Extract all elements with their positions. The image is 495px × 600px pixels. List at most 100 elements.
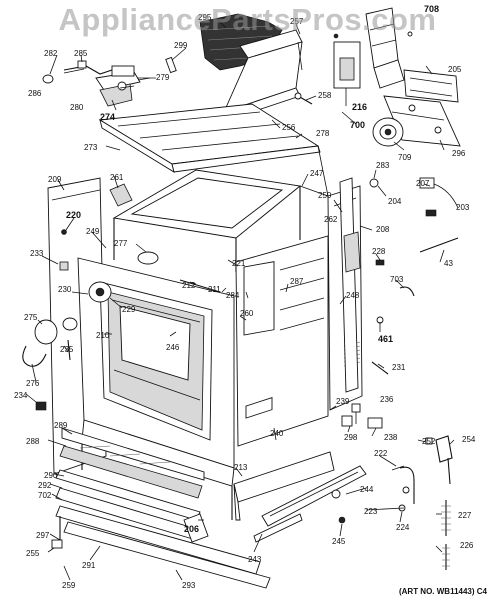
label-234: 234 <box>14 391 28 400</box>
label-220: 220 <box>66 210 81 220</box>
bracket-part-708 <box>365 7 413 89</box>
label-287: 287 <box>290 277 304 286</box>
label-278: 278 <box>316 129 330 138</box>
label-461: 461 <box>378 334 393 344</box>
label-239: 239 <box>336 397 350 406</box>
label-212: 212 <box>182 281 196 290</box>
label-248: 248 <box>346 291 360 300</box>
label-275: 275 <box>24 313 38 322</box>
label-208: 208 <box>376 225 390 234</box>
label-229: 229 <box>122 305 136 314</box>
label-293: 293 <box>182 581 196 590</box>
label-254: 254 <box>462 435 476 444</box>
label-285: 285 <box>74 49 88 58</box>
label-230: 230 <box>58 285 72 294</box>
label-222: 222 <box>374 449 388 458</box>
art-number-caption: (ART NO. WB11443) C4 <box>398 587 487 596</box>
label-210: 210 <box>96 331 110 340</box>
label-250: 250 <box>318 191 332 200</box>
bracket-part-262 <box>343 231 361 273</box>
label-261: 261 <box>110 173 124 182</box>
label-223: 223 <box>364 507 378 516</box>
label-290: 290 <box>44 471 58 480</box>
label-209: 209 <box>48 175 62 184</box>
label-226: 226 <box>460 541 474 550</box>
leveling-and-hinge-parts <box>391 435 453 570</box>
label-259: 259 <box>62 581 76 590</box>
label-703: 703 <box>390 275 404 284</box>
kick-panel-assembly <box>233 397 383 543</box>
label-709: 709 <box>398 153 412 162</box>
label-207: 207 <box>416 179 430 188</box>
label-255: 255 <box>26 549 40 558</box>
label-213: 213 <box>234 463 248 472</box>
label-206: 206 <box>184 524 199 534</box>
label-288: 288 <box>26 437 40 446</box>
label-274: 274 <box>100 112 115 122</box>
top-burner-assembly <box>42 60 156 107</box>
label-245: 245 <box>332 537 346 546</box>
label-205: 205 <box>448 65 462 74</box>
label-231: 231 <box>392 363 406 372</box>
part-labels: 295 257 708 282 285 286 299 279 280 274 … <box>14 4 476 590</box>
label-297: 297 <box>36 531 50 540</box>
label-292: 292 <box>38 481 52 490</box>
label-260: 260 <box>240 309 254 318</box>
label-291: 291 <box>82 561 96 570</box>
label-224: 224 <box>396 523 410 532</box>
cooktop-top-panel <box>98 103 321 173</box>
label-256: 256 <box>282 123 296 132</box>
label-298: 298 <box>344 433 358 442</box>
lower-drawer-assembly <box>51 427 271 589</box>
label-286: 286 <box>28 89 42 98</box>
label-279: 279 <box>156 73 170 82</box>
label-233: 233 <box>30 249 44 258</box>
shield-part-261 <box>109 183 133 207</box>
label-246: 246 <box>166 343 180 352</box>
label-211: 211 <box>208 285 221 294</box>
label-258: 258 <box>318 91 332 100</box>
label-299: 299 <box>174 41 188 50</box>
label-283: 283 <box>376 161 390 170</box>
screw-part-258 <box>294 92 313 105</box>
label-284: 284 <box>226 291 240 300</box>
label-216: 216 <box>352 102 367 112</box>
label-227: 227 <box>458 511 472 520</box>
label-262: 262 <box>324 215 338 224</box>
control-module-216 <box>333 33 361 89</box>
leader-lines <box>25 17 455 581</box>
label-296: 296 <box>452 149 466 158</box>
label-247: 247 <box>310 169 324 178</box>
label-244: 244 <box>360 485 374 494</box>
label-277: 277 <box>114 239 128 248</box>
label-243: 243 <box>248 555 262 564</box>
label-257: 257 <box>290 17 304 26</box>
label-203: 203 <box>456 203 470 212</box>
trim-strip-208 <box>339 177 359 393</box>
label-238: 238 <box>384 433 398 442</box>
label-708: 708 <box>424 4 439 14</box>
label-702: 702 <box>38 491 52 500</box>
label-252: 252 <box>422 437 436 446</box>
left-side-parts <box>22 229 112 411</box>
label-276: 276 <box>26 379 40 388</box>
label-228: 228 <box>372 247 386 256</box>
label-273: 273 <box>84 143 98 152</box>
label-249: 249 <box>86 227 100 236</box>
label-43: 43 <box>444 259 453 268</box>
convection-ring-709 <box>372 117 404 147</box>
label-235: 235 <box>60 345 74 354</box>
label-204: 204 <box>388 197 402 206</box>
bracket-part-205 <box>403 69 459 103</box>
label-700: 700 <box>350 120 365 130</box>
label-289: 289 <box>54 421 68 430</box>
label-221: 221 <box>232 259 246 268</box>
label-280: 280 <box>70 103 84 112</box>
label-282: 282 <box>44 49 58 58</box>
small-right-parts <box>369 177 459 375</box>
spacer-part-299 <box>165 56 177 74</box>
label-295: 295 <box>198 13 212 22</box>
label-236: 236 <box>380 395 394 404</box>
label-240: 240 <box>270 429 284 438</box>
